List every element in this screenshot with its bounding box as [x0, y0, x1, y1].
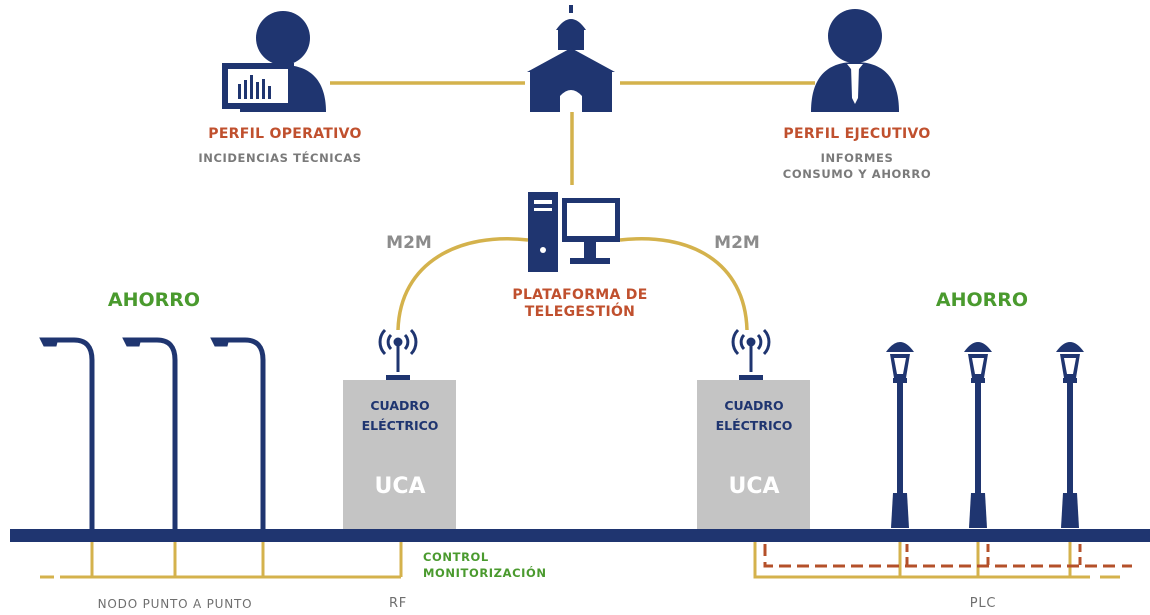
- cuadro-right-label-1: CUADRO: [724, 398, 784, 413]
- antenna-icon: [378, 328, 418, 381]
- computer-icon: [528, 192, 620, 272]
- incidencias-label: INCIDENCIAS TÉCNICAS: [198, 151, 362, 165]
- lantern-icon: [886, 342, 914, 528]
- cuadro-right-label-2: ELÉCTRICO: [715, 418, 793, 433]
- perfil-operativo-label: PERFIL OPERATIVO: [208, 126, 362, 142]
- uca-right-label: UCA: [728, 474, 780, 499]
- plc-wiring: [753, 542, 1132, 579]
- consumo-label: CONSUMO Y AHORRO: [782, 167, 932, 181]
- operator-with-monitor-icon: [222, 11, 326, 112]
- perfil-ejecutivo-label: PERFIL EJECUTIVO: [783, 126, 931, 142]
- lantern-icon: [1056, 342, 1084, 528]
- street-light-icon: [122, 337, 178, 532]
- uca-left-label: UCA: [374, 474, 426, 499]
- plataforma-label-line2: TELEGESTIÓN: [524, 304, 636, 320]
- nodo-label: NODO PUNTO A PUNTO: [97, 597, 253, 611]
- rf-wiring: [40, 542, 403, 579]
- electrical-cabinet-right: [697, 380, 810, 530]
- connector-lines: [330, 81, 815, 331]
- plc-label: PLC: [969, 596, 997, 611]
- street-light-icon: [39, 337, 95, 532]
- ahorro-right-label: AHORRO: [935, 289, 1029, 311]
- monitorizacion-label: MONITORIZACIÓN: [423, 566, 547, 580]
- main-bus-line: [10, 529, 1150, 542]
- antenna-icon: [731, 328, 771, 381]
- ahorro-left-label: AHORRO: [107, 289, 201, 311]
- plataforma-label-line1: PLATAFORMA DE: [512, 287, 648, 303]
- town-hall-icon: [527, 5, 615, 112]
- lantern-icon: [964, 342, 992, 528]
- rf-label: RF: [388, 596, 408, 611]
- street-light-icon: [210, 337, 266, 532]
- m2m-right-label: M2M: [714, 233, 760, 253]
- cuadro-left-label-2: ELÉCTRICO: [361, 418, 439, 433]
- electrical-cabinet-left: [343, 380, 456, 530]
- informes-label: INFORMES: [820, 151, 894, 165]
- m2m-left-label: M2M: [386, 233, 432, 253]
- executive-icon: [811, 9, 899, 112]
- control-label: CONTROL: [423, 550, 489, 564]
- cuadro-left-label-1: CUADRO: [370, 398, 430, 413]
